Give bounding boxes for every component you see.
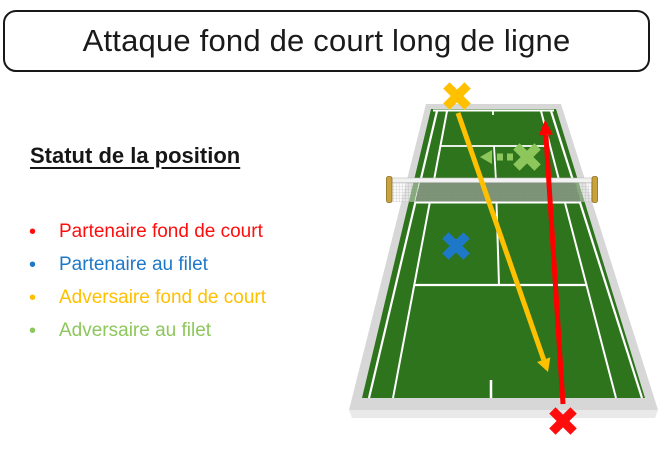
near-center-service-line <box>495 202 500 286</box>
red-shot-arrowhead-icon <box>538 120 553 136</box>
legend-heading: Statut de la position <box>30 143 241 168</box>
legend-item-partenaire-filet: • Partenaire au filet <box>26 248 266 281</box>
yellow-attack-arrowhead-icon <box>537 357 551 372</box>
legend: • Partenaire fond de court • Partenaire … <box>26 215 266 347</box>
net-top-band <box>388 177 598 183</box>
legend-label: Partenaire fond de court <box>59 220 263 242</box>
legend-item-adversaire-filet: • Adversaire au filet <box>26 314 266 347</box>
bullet-icon: • <box>29 220 37 243</box>
legend-label: Partenaire au filet <box>59 253 208 275</box>
left-doubles-line <box>367 110 439 399</box>
bullet-icon: • <box>29 319 37 342</box>
bullet-icon: • <box>29 253 37 276</box>
green-shift-dashed-arrow-icon <box>480 150 513 164</box>
slide-title: Attaque fond de court long de ligne <box>82 23 571 58</box>
yellow-attack-arrow-line <box>455 112 547 361</box>
red-shot-arrow-line <box>543 134 566 405</box>
left-singles-line <box>392 110 448 399</box>
right-doubles-line <box>549 110 644 399</box>
bullet-icon: • <box>29 286 37 309</box>
title-box: Attaque fond de court long de ligne <box>3 10 650 72</box>
right-singles-line <box>540 110 617 399</box>
far-center-service-line <box>493 145 497 182</box>
court-lines <box>367 109 644 399</box>
net-mesh <box>389 181 597 202</box>
legend-label: Adversaire au filet <box>59 319 212 341</box>
legend-item-adversaire-fond: • Adversaire fond de court <box>26 281 266 314</box>
court-platform-front-face <box>349 410 658 418</box>
legend-item-partenaire-fond: • Partenaire fond de court <box>26 215 266 248</box>
net-post-right <box>591 176 598 203</box>
net-post-left <box>386 176 393 203</box>
legend-label: Adversaire fond de court <box>59 286 267 308</box>
